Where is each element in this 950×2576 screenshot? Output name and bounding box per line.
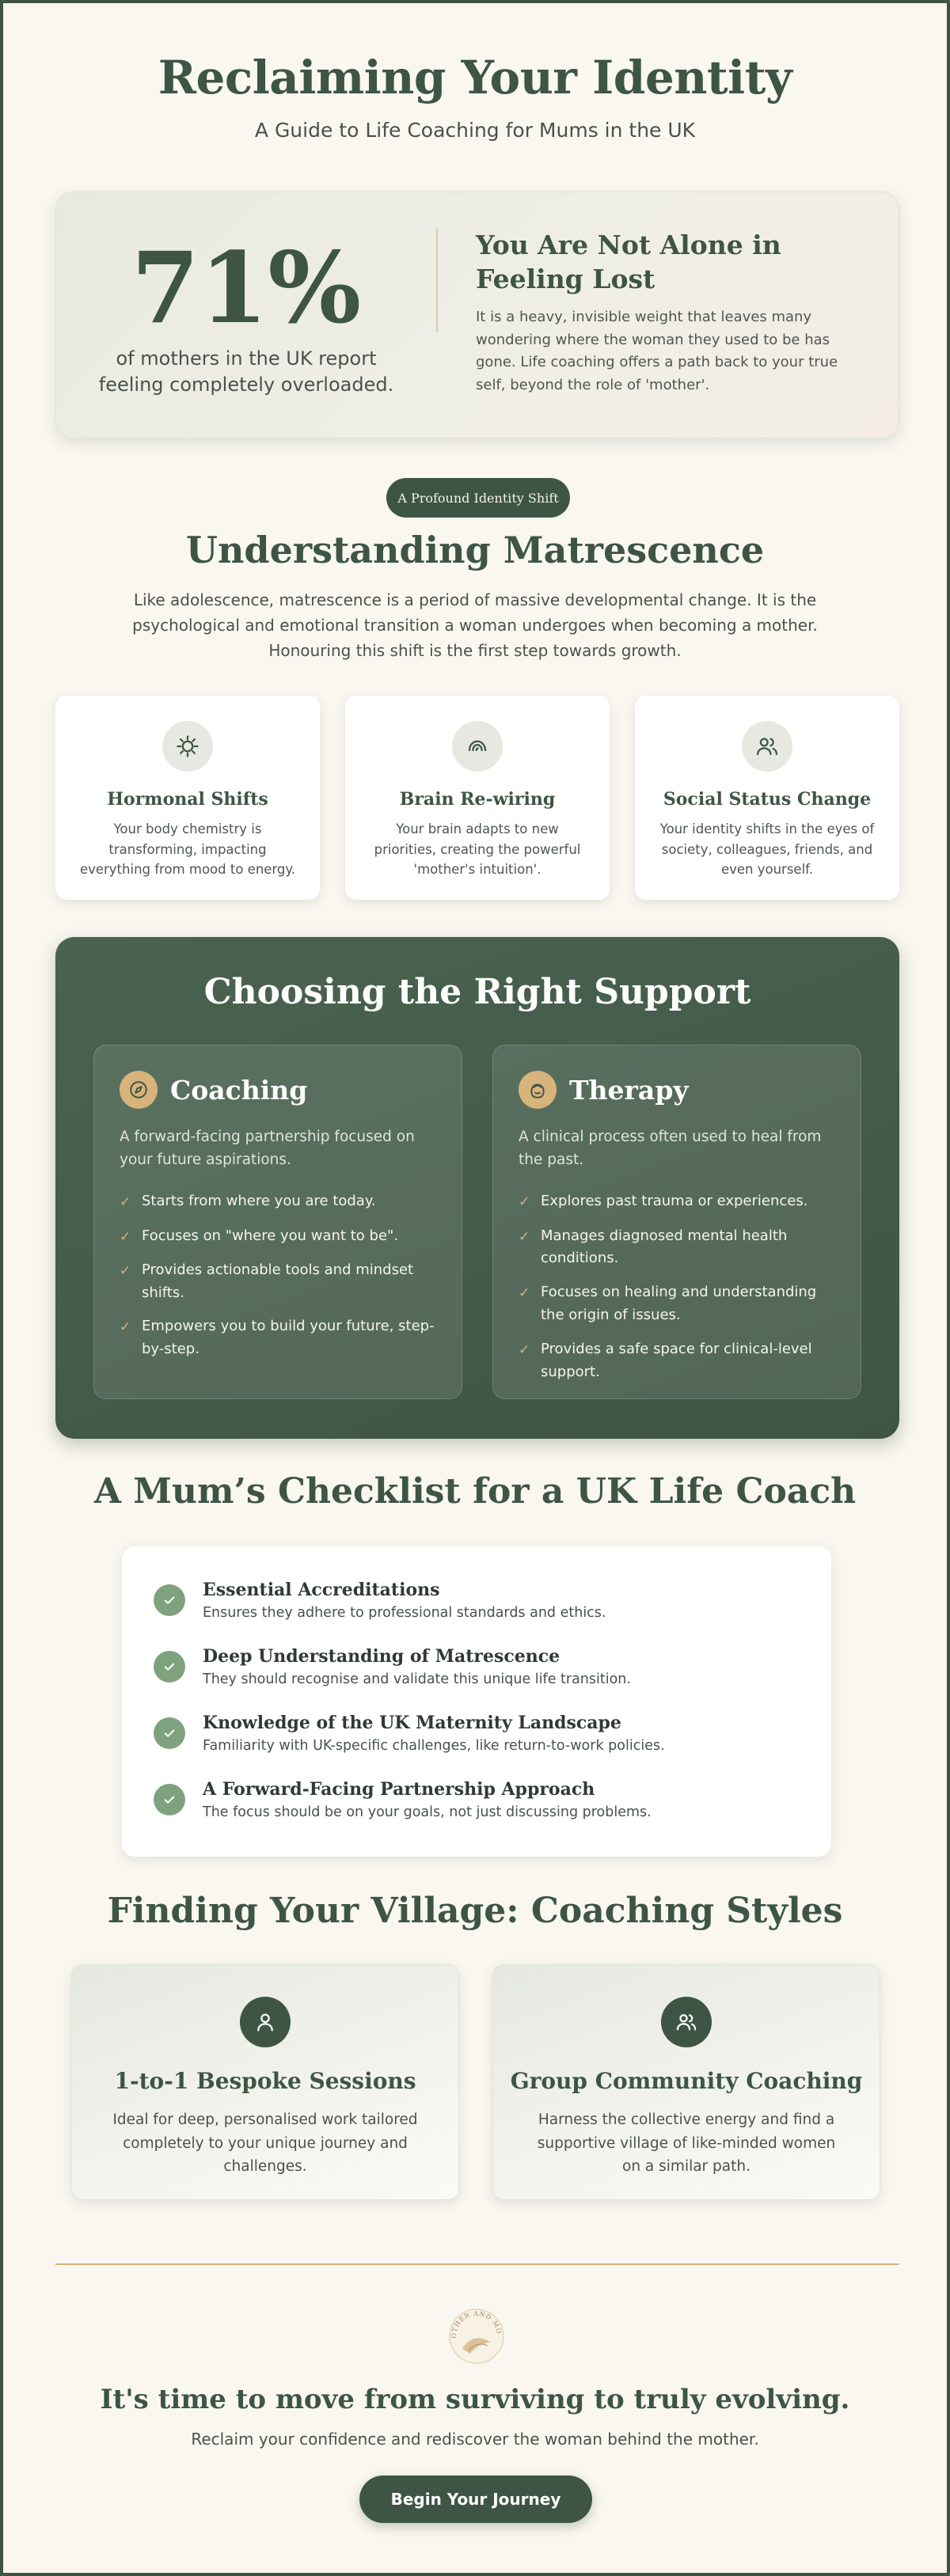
list-item: ✓Empowers you to build your future, step… (120, 1315, 436, 1361)
identity-shift-pill: A Profound Identity Shift (386, 478, 570, 518)
list-item: ✓Manages diagnosed mental health conditi… (519, 1225, 835, 1271)
check-circle-icon (154, 1784, 185, 1815)
list-item: ✓Focuses on healing and understanding th… (519, 1281, 835, 1327)
stat-value: 71% (131, 231, 362, 346)
matrescence-card-brain: Brain Re-wiring Your brain adapts to new… (345, 696, 610, 900)
stat-caption-line2: feeling completely overloaded. (98, 373, 394, 396)
footer-divider (55, 2263, 899, 2265)
check-circle-icon (154, 1584, 185, 1616)
check-icon: ✓ (120, 1262, 131, 1279)
village-card-title: Group Community Coaching (510, 2068, 863, 2094)
stat-text: You Are Not Alone in Feeling Lost It is … (476, 229, 864, 397)
stat-card: 71% of mothers in the UK report feeling … (55, 192, 899, 438)
list-item: ✓Focuses on "where you want to be". (120, 1225, 436, 1248)
stat-caption: of mothers in the UK report feeling comp… (56, 346, 436, 397)
village-card-title: 1-to-1 Bespoke Sessions (114, 2068, 416, 2094)
checklist-item-text: Ensures they adhere to professional stan… (203, 1605, 606, 1621)
village-card-group: Group Community Coaching Harness the col… (492, 1964, 880, 2200)
mother-and-more-logo: MOTHER AND MORE (445, 2303, 504, 2364)
hormone-icon (162, 721, 213, 772)
list-item: ✓Provides a safe space for clinical-leve… (519, 1338, 835, 1384)
list-item: ✓Explores past trauma or experiences. (519, 1190, 835, 1213)
checklist-item-title: A Forward-Facing Partnership Approach (203, 1779, 595, 1800)
checklist-item-text: They should recognise and validate this … (203, 1671, 631, 1687)
matrescence-title: Understanding Matrescence (185, 529, 765, 571)
checklist-item: Essential Accreditations Ensures they ad… (154, 1580, 803, 1621)
coaching-header: Coaching (120, 1071, 462, 1109)
check-circle-icon (154, 1717, 185, 1749)
begin-journey-button[interactable]: Begin Your Journey (359, 2475, 592, 2523)
matrescence-card-title: Brain Re-wiring (399, 789, 556, 810)
people-icon (742, 721, 792, 772)
therapy-card: Therapy A clinical process often used to… (492, 1045, 861, 1399)
matrescence-card-hormonal: Hormonal Shifts Your body chemistry is t… (55, 696, 320, 900)
checklist-item: Knowledge of the UK Maternity Landscape … (154, 1713, 803, 1754)
check-icon: ✓ (519, 1285, 530, 1302)
checklist-title: A Mum’s Checklist for a UK Life Coach (93, 1471, 857, 1512)
village-card-one-to-one: 1-to-1 Bespoke Sessions Ideal for deep, … (71, 1964, 459, 2200)
matrescence-card-social: Social Status Change Your identity shift… (635, 696, 899, 900)
therapy-desc: A clinical process often used to heal fr… (519, 1129, 822, 1168)
head-icon (519, 1071, 557, 1109)
support-title: Choosing the Right Support (203, 972, 751, 1012)
matrescence-card-text: Your brain adapts to new priorities, cre… (374, 821, 581, 878)
check-icon: ✓ (519, 1341, 530, 1358)
list-item: ✓Provides actionable tools and mindset s… (120, 1259, 436, 1305)
coaching-desc: A forward-facing partnership focused on … (120, 1129, 415, 1168)
list-item: ✓Starts from where you are today. (120, 1190, 436, 1213)
village-title: Finding Your Village: Coaching Styles (107, 1891, 843, 1931)
therapy-list: ✓Explores past trauma or experiences. ✓M… (519, 1190, 835, 1383)
checklist-item-text: Familiarity with UK-specific challenges,… (203, 1738, 665, 1754)
therapy-title: Therapy (569, 1074, 689, 1106)
matrescence-card-text: Your identity shifts in the eyes of soci… (659, 821, 875, 878)
checklist-item-title: Essential Accreditations (203, 1580, 440, 1600)
check-icon: ✓ (519, 1194, 530, 1211)
coaching-list: ✓Starts from where you are today. ✓Focus… (120, 1190, 436, 1361)
checklist-item: Deep Understanding of Matrescence They s… (154, 1646, 803, 1687)
check-icon: ✓ (120, 1228, 131, 1245)
checklist-item-title: Deep Understanding of Matrescence (203, 1646, 560, 1667)
matrescence-card-title: Hormonal Shifts (107, 789, 268, 810)
page-subtitle: A Guide to Life Coaching for Mums in the… (254, 119, 696, 142)
person-icon (240, 1997, 291, 2047)
compass-icon (120, 1071, 158, 1109)
support-section: Choosing the Right Support Coaching A fo… (55, 937, 899, 1439)
check-icon: ✓ (519, 1228, 530, 1245)
stat-divider (436, 229, 438, 332)
matrescence-card-title: Social Status Change (663, 789, 872, 810)
checklist-item-title: Knowledge of the UK Maternity Landscape (203, 1713, 621, 1733)
cta-title: It's time to move from surviving to trul… (100, 2384, 850, 2415)
page-title: Reclaiming Your Identity (158, 51, 792, 104)
stat-caption-line1: of mothers in the UK report (116, 347, 377, 370)
checklist-card: Essential Accreditations Ensures they ad… (122, 1546, 831, 1857)
checklist-item-text: The focus should be on your goals, not j… (203, 1804, 652, 1820)
group-icon (661, 1997, 712, 2047)
cta-subtitle: Reclaim your confidence and rediscover t… (191, 2430, 759, 2449)
hero-header: Reclaiming Your Identity A Guide to Life… (3, 3, 947, 142)
coaching-title: Coaching (170, 1074, 308, 1106)
stat-block: 71% of mothers in the UK report feeling … (56, 192, 436, 439)
check-icon: ✓ (120, 1319, 131, 1336)
coaching-card: Coaching A forward-facing partnership fo… (93, 1045, 462, 1399)
checklist-item: A Forward-Facing Partnership Approach Th… (154, 1779, 803, 1820)
matrescence-card-text: Your body chemistry is transforming, imp… (79, 821, 296, 878)
check-icon: ✓ (120, 1194, 131, 1211)
village-card-text: Ideal for deep, personalised work tailor… (112, 2111, 418, 2176)
stat-heading: You Are Not Alone in Feeling Lost (476, 230, 781, 294)
brain-icon (452, 721, 503, 772)
village-card-text: Harness the collective energy and find a… (537, 2111, 836, 2176)
therapy-header: Therapy (519, 1071, 861, 1109)
check-circle-icon (154, 1651, 185, 1683)
stat-body: It is a heavy, invisible weight that lea… (476, 308, 838, 394)
matrescence-intro: Like adolescence, matrescence is a perio… (132, 590, 818, 660)
